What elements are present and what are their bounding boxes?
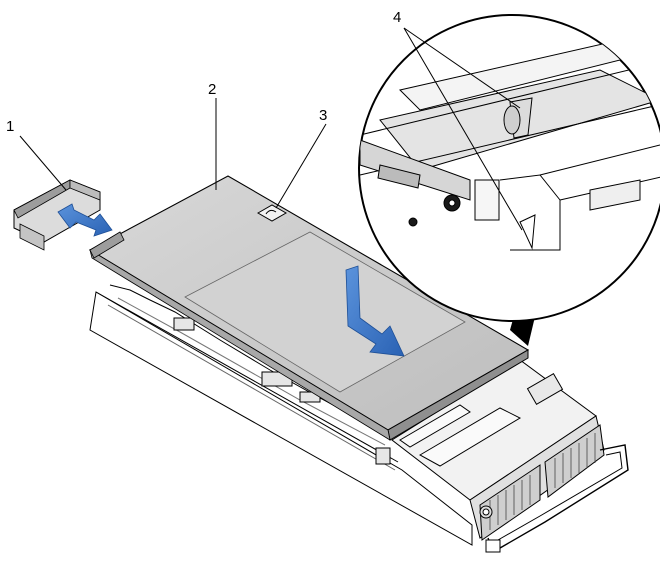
callout-2: 2 bbox=[208, 81, 217, 98]
detail-magnifier bbox=[358, 14, 660, 346]
system-cover bbox=[88, 175, 530, 441]
remove-direction-arrow bbox=[57, 203, 113, 237]
cover-release-latch[interactable] bbox=[256, 204, 288, 222]
connector-cover-part[interactable] bbox=[13, 179, 101, 251]
slide-direction-arrow bbox=[345, 265, 405, 357]
leader-lines bbox=[19, 27, 523, 231]
callout-1: 1 bbox=[6, 118, 15, 135]
callout-4: 4 bbox=[393, 9, 402, 26]
callout-3: 3 bbox=[319, 107, 328, 124]
chassis-tray bbox=[89, 284, 629, 553]
